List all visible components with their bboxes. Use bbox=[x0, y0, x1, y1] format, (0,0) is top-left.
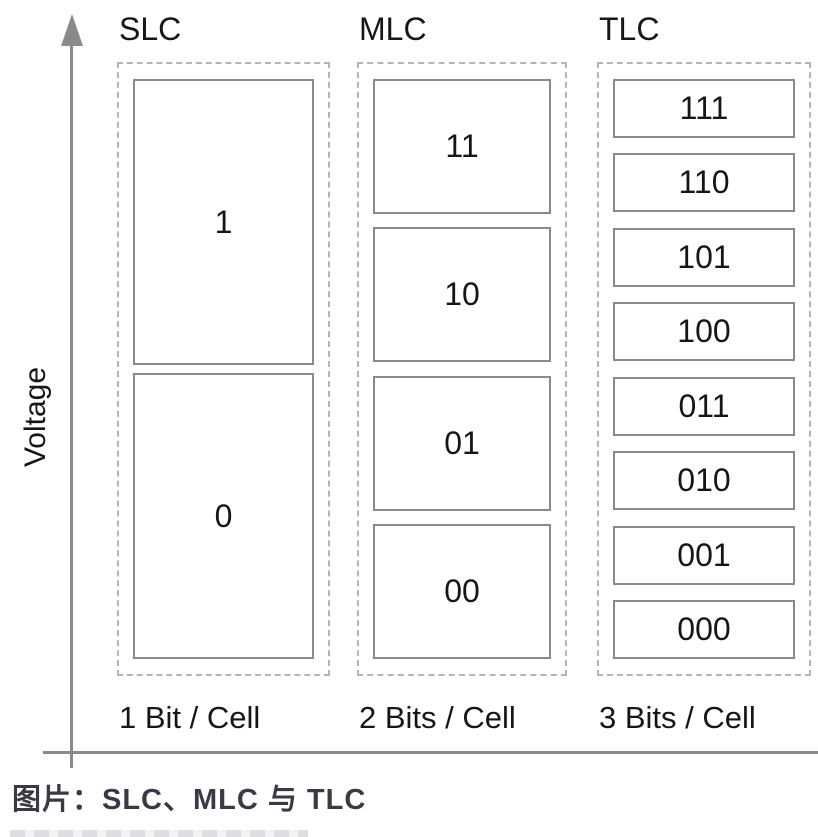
mlc-bit-caption: 2 Bits / Cell bbox=[359, 700, 516, 735]
tlc-voltage-cell: 101 bbox=[613, 227, 795, 287]
slc-column-header: SLC bbox=[119, 11, 182, 47]
cropped-next-line-fragment bbox=[10, 830, 308, 837]
mlc-column: MLC 11 10 01 00 2 Bits / Cell bbox=[357, 12, 567, 736]
x-axis-line bbox=[43, 751, 818, 754]
mlc-cell-group: 11 10 01 00 bbox=[357, 62, 567, 676]
mlc-voltage-cell: 11 bbox=[373, 79, 551, 214]
mlc-voltage-cell: 10 bbox=[373, 227, 551, 363]
tlc-voltage-cell: 100 bbox=[613, 302, 795, 362]
tlc-bit-caption: 3 Bits / Cell bbox=[599, 700, 756, 735]
slc-cell-group: 1 0 bbox=[117, 62, 330, 676]
tlc-voltage-cell: 001 bbox=[613, 525, 795, 585]
mlc-column-header: MLC bbox=[359, 11, 427, 47]
y-axis-label: Voltage bbox=[19, 366, 52, 468]
tlc-column-header: TLC bbox=[599, 11, 660, 47]
tlc-column: TLC 111 110 101 100 011 010 001 000 3 Bi… bbox=[597, 12, 811, 736]
tlc-voltage-cell: 011 bbox=[613, 376, 795, 436]
slc-voltage-cell: 1 bbox=[133, 79, 314, 365]
tlc-cell-group: 111 110 101 100 011 010 001 000 bbox=[597, 62, 811, 676]
tlc-voltage-cell: 010 bbox=[613, 451, 795, 511]
slc-bit-caption: 1 Bit / Cell bbox=[119, 700, 261, 735]
y-axis-arrowhead-icon bbox=[61, 14, 83, 46]
slc-voltage-cell: 0 bbox=[133, 373, 314, 659]
mlc-voltage-cell: 01 bbox=[373, 375, 551, 511]
tlc-voltage-cell: 111 bbox=[613, 79, 795, 138]
tlc-voltage-cell: 000 bbox=[613, 599, 795, 659]
mlc-voltage-cell: 00 bbox=[373, 523, 551, 659]
y-axis-line bbox=[70, 42, 73, 768]
figure-caption: 图片：SLC、MLC 与 TLC bbox=[12, 784, 367, 816]
slc-column: SLC 1 0 1 Bit / Cell bbox=[117, 12, 330, 736]
tlc-voltage-cell: 110 bbox=[613, 153, 795, 213]
